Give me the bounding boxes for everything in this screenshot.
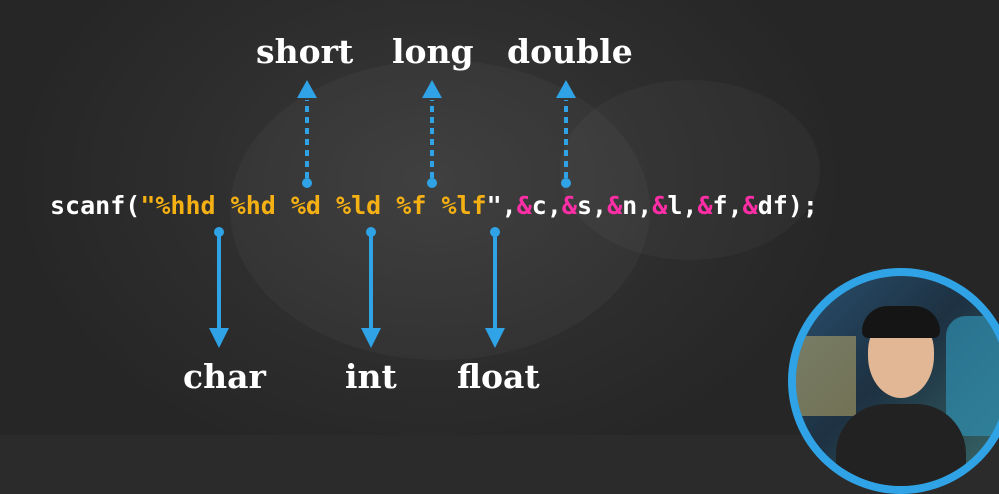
arg-var: l — [667, 191, 683, 220]
arrow-up-double — [556, 80, 576, 188]
presenter-body — [836, 404, 966, 486]
code-quote-close: " — [486, 191, 502, 220]
spec-ld: %ld — [336, 191, 382, 220]
label-char: char — [183, 357, 266, 396]
arg-var: c — [531, 191, 547, 220]
arg-amp: & — [697, 191, 713, 220]
arg-var: f — [712, 191, 728, 220]
label-int: int — [345, 357, 397, 396]
arg-amp: & — [607, 191, 623, 220]
arrow-up-long — [422, 80, 442, 188]
presenter-avatar — [796, 276, 999, 486]
arg-amp: & — [742, 191, 758, 220]
spec-f: %f — [396, 191, 427, 220]
label-double: double — [507, 32, 633, 71]
arg-var: df — [757, 191, 788, 220]
code-close: ); — [787, 191, 818, 220]
arg-amp: & — [652, 191, 668, 220]
code-func: scanf( — [50, 191, 141, 220]
label-long: long — [392, 32, 474, 71]
arg-var: s — [576, 191, 593, 220]
arg-var: n — [622, 191, 638, 220]
label-short: short — [256, 32, 354, 71]
arrow-layer — [209, 80, 576, 348]
code-quote-open: " — [140, 191, 156, 220]
presenter-hair — [862, 306, 940, 338]
spec-lf: %lf — [441, 191, 487, 220]
spec-d: %d — [290, 191, 321, 220]
scanf-code-line: scanf("%hhd %hd %d %ld %f %lf",&c,&s,&n,… — [50, 191, 818, 220]
arg-amp: & — [561, 191, 577, 220]
arrow-down-int — [361, 227, 381, 348]
spec-hhd: %hhd — [155, 191, 216, 220]
label-float: float — [457, 357, 540, 396]
arrow-up-short — [297, 80, 317, 188]
arg-amp: & — [516, 191, 532, 220]
background-decor — [946, 316, 999, 436]
background-shelf — [796, 336, 856, 416]
arrow-down-float — [485, 227, 505, 348]
arrow-down-char — [209, 227, 229, 348]
spec-hd: %hd — [230, 191, 276, 220]
